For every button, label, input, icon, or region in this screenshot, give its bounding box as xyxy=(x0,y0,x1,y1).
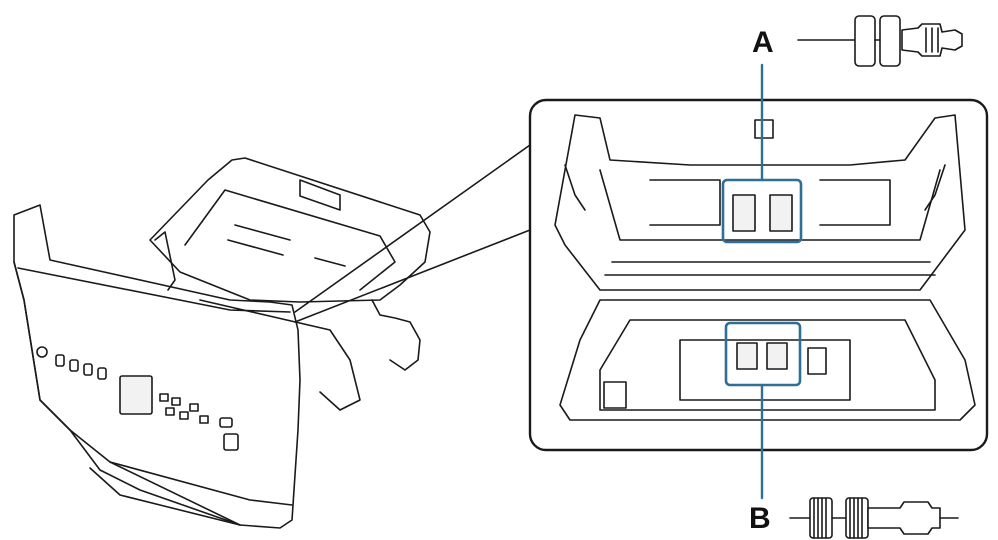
nav-button-3 xyxy=(165,407,175,416)
panel-button-3 xyxy=(83,363,93,376)
scanner-illustration xyxy=(13,157,431,529)
callout-label-b: B xyxy=(749,502,771,535)
scanner-open-lid xyxy=(149,157,431,303)
pickup-roller-tire-2 xyxy=(879,15,901,67)
scanner-left-arm xyxy=(154,231,176,291)
pickup-roller-part-left xyxy=(732,194,756,232)
pickup-roller-part xyxy=(797,15,963,67)
inset-upper-inner xyxy=(599,169,941,241)
panel-button-4 xyxy=(97,367,107,380)
control-panel xyxy=(36,346,239,451)
inset-lower-block-right xyxy=(807,347,827,375)
pickup-roller-part-right xyxy=(769,194,793,232)
inset-top-tab xyxy=(754,119,774,139)
inset-upper-detail-2 xyxy=(819,179,891,226)
separation-roller-part xyxy=(789,497,959,539)
panel-button-5 xyxy=(219,417,233,428)
scanner-right-arm xyxy=(371,299,421,371)
scanner-left-panel xyxy=(13,261,71,431)
nav-button-1 xyxy=(159,393,169,402)
nav-button-5 xyxy=(189,403,199,412)
power-button xyxy=(36,346,48,358)
pickup-roller-tire-1 xyxy=(854,15,876,67)
scanner-base xyxy=(89,467,241,526)
zoom-wedge-bottom xyxy=(294,229,531,323)
nav-button-4 xyxy=(179,411,189,420)
panel-button-2 xyxy=(69,359,79,372)
inset-guide-left xyxy=(564,164,586,211)
separation-roller-part-left xyxy=(736,342,758,370)
nav-button-6 xyxy=(199,415,209,424)
inset-lower-body xyxy=(559,299,976,421)
pickup-roller-gear-teeth xyxy=(925,27,939,53)
panel-button-1 xyxy=(55,354,65,367)
zoom-inset xyxy=(528,98,989,452)
inset-upper-lid xyxy=(554,114,966,291)
separation-roller-ribs-1 xyxy=(813,497,827,539)
lcd-screen xyxy=(119,375,153,415)
scanner-lid-guide xyxy=(299,179,341,211)
scanner-lid-inner xyxy=(184,189,396,291)
scanner-front-edge xyxy=(17,267,291,313)
output-tray xyxy=(69,429,293,526)
inset-upper-detail-1 xyxy=(649,179,721,226)
separation-roller-body xyxy=(867,501,941,535)
scanner-lid-slot-3 xyxy=(314,257,346,267)
inset-lower-inner xyxy=(599,319,936,411)
inset-lower-rail xyxy=(679,339,851,401)
inset-guide-right xyxy=(924,164,946,211)
scanner-feeder-tray xyxy=(199,299,361,411)
scanner-lid-slot-1 xyxy=(234,224,291,241)
separation-roller-ribs-2 xyxy=(849,497,863,539)
separation-roller-part-right xyxy=(766,342,788,370)
scanner-lid-slot-2 xyxy=(227,239,284,256)
zoom-wedge-top xyxy=(294,144,531,313)
callout-label-a: A xyxy=(752,26,774,59)
panel-button-6 xyxy=(223,433,239,451)
nav-button-2 xyxy=(171,397,181,406)
inset-lower-block-left xyxy=(603,381,627,409)
